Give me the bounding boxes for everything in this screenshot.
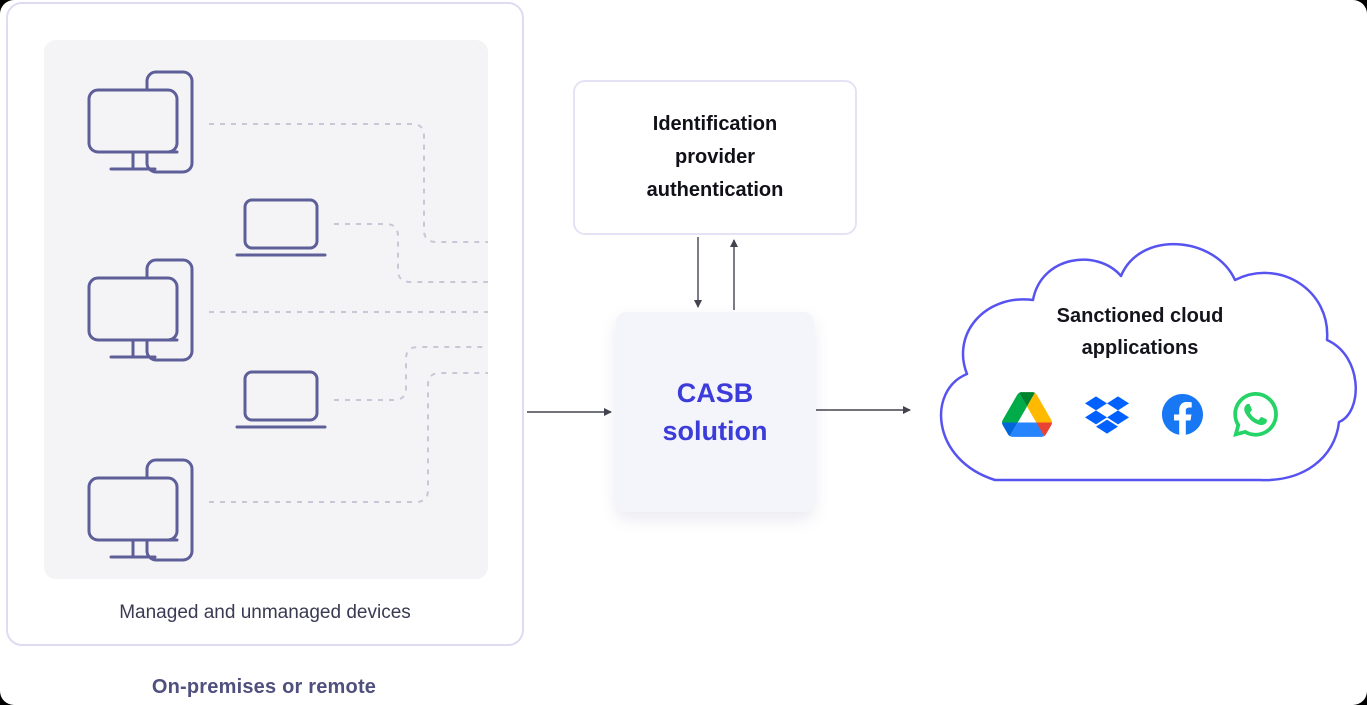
facebook-icon: [1162, 394, 1203, 435]
devices-card: Managed and unmanaged devices: [6, 2, 524, 646]
dashed-connector: [209, 123, 488, 243]
devices-graphic: [87, 70, 488, 562]
cloud-title: Sanctioned cloud applications: [955, 300, 1325, 364]
cloud-apps-row: [955, 392, 1325, 437]
dashed-connector: [209, 372, 488, 503]
desktop-icon: [87, 70, 194, 174]
identification-provider-box: Identification provider authentication: [573, 80, 857, 235]
dashed-connector: [334, 346, 488, 401]
idp-line-1: Identification: [652, 113, 778, 135]
idp-line-3: authentication: [646, 179, 784, 201]
desktop-icon: [87, 258, 194, 362]
devices-caption: On-premises or remote: [151, 676, 377, 698]
whatsapp-icon: [1233, 392, 1278, 437]
google-drive-icon: [1002, 392, 1052, 437]
laptop-icon: [235, 370, 327, 429]
casb-line-2: solution: [662, 416, 768, 446]
dashed-connector: [334, 223, 488, 283]
cloud-title-line-1: Sanctioned cloud: [1056, 305, 1224, 327]
casb-line-1: CASB: [676, 378, 754, 408]
cloud-title-line-2: applications: [1081, 337, 1199, 359]
laptop-icon: [235, 198, 327, 257]
devices-panel: [44, 40, 488, 579]
devices-label: Managed and unmanaged devices: [119, 602, 411, 623]
cloud-content: Sanctioned cloud applications: [955, 300, 1325, 437]
desktop-icon: [87, 458, 194, 562]
idp-line-2: provider: [674, 146, 756, 168]
dropbox-icon: [1082, 393, 1132, 437]
casb-solution-box: CASB solution: [616, 312, 814, 512]
